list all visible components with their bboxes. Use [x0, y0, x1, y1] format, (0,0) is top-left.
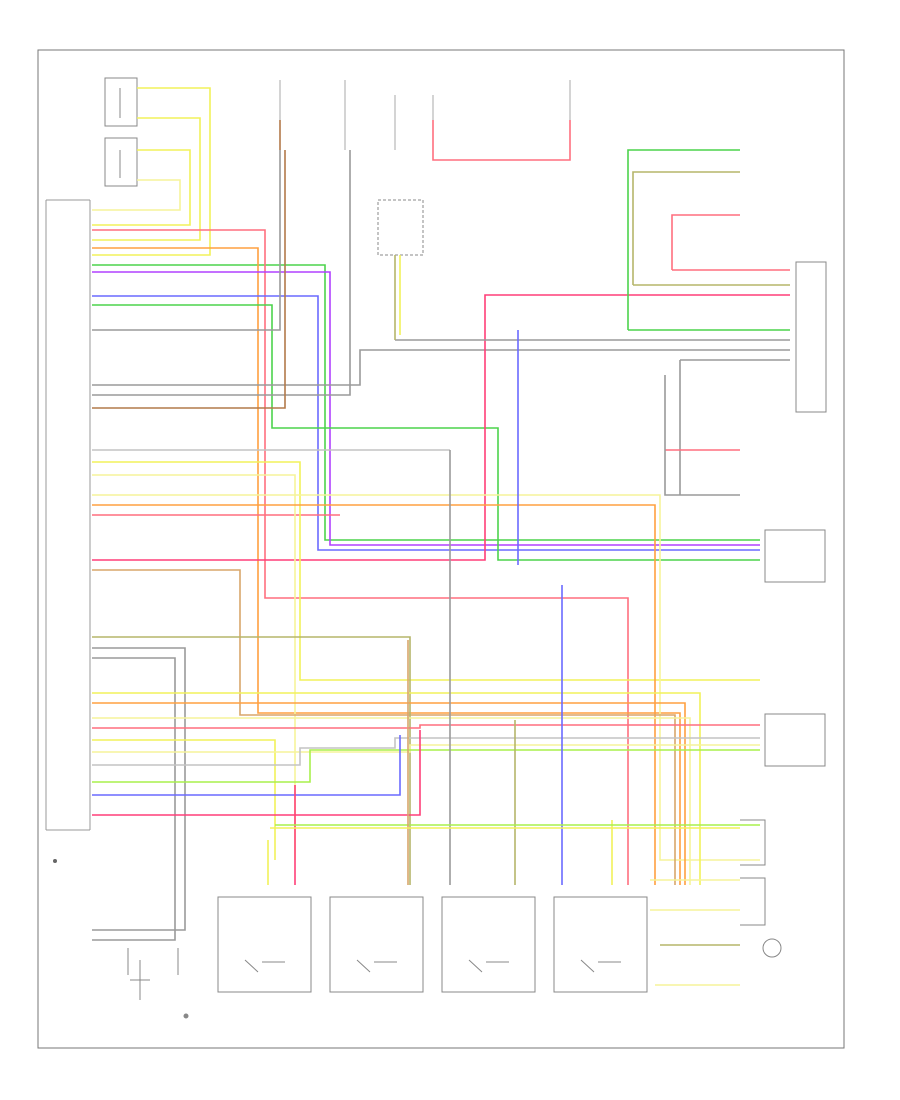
wire-ltyellow-low [92, 717, 691, 885]
wire-ltgreen-low [92, 749, 760, 783]
bottom-sensor-box-4 [553, 896, 648, 993]
right-small-component-2 [740, 877, 766, 926]
wire-gray-3 [92, 150, 351, 396]
wire-yellow-1 [92, 87, 211, 256]
bottom-left-switch [130, 960, 189, 1019]
wire-right-red [671, 214, 740, 270]
brake-switch-component [104, 77, 138, 127]
wire-olive-1 [92, 636, 411, 885]
wire-gray-low-2 [92, 657, 176, 941]
wire-ltyellow-low-2 [92, 744, 760, 753]
wire-gray-low-1 [92, 647, 186, 931]
stop-light-switch-component [104, 137, 138, 187]
wire-gray-2 [92, 349, 790, 386]
bottom-sensor-box-3 [441, 896, 536, 993]
wire-red-top [92, 229, 629, 885]
wire-blue-low [92, 735, 401, 796]
wire-gray-1 [92, 150, 281, 331]
wire-orange-low [92, 702, 686, 885]
bottom-sensor-box-2 [329, 896, 424, 993]
wire-red-low [92, 724, 760, 729]
wire-yellow-2 [92, 117, 201, 241]
wire-ltyellow-mid [92, 494, 760, 861]
wire-right-olive [632, 171, 740, 285]
wire-red-mid-2 [92, 294, 790, 561]
wire-tan [92, 569, 676, 885]
wire-yellow-3 [92, 149, 191, 226]
wire-yellow-4 [92, 179, 181, 211]
combination-meter-component [377, 199, 424, 256]
rear-speed-sensor-box-1 [764, 529, 826, 583]
rear-speed-sensor-box-2 [764, 713, 826, 767]
wire-yellow-mid-1 [92, 461, 760, 681]
wire-brown [92, 150, 286, 409]
wire-orange-top [92, 247, 681, 885]
wire-yellow-mid-2 [92, 474, 296, 860]
bottom-sensor-box-1 [217, 896, 312, 993]
wire-gray-low-3 [92, 737, 760, 766]
wire-right-gray-5 [664, 375, 740, 496]
wire-green-2 [92, 304, 760, 561]
diagram-frame [37, 49, 845, 1049]
abs-warning-lamp [762, 938, 782, 958]
bottom-left-connector-stubs [127, 948, 179, 975]
ground-symbol [53, 859, 57, 863]
abs-control-module [45, 199, 91, 831]
wire-purple [92, 271, 760, 546]
right-small-component-1 [740, 819, 766, 866]
wire-right-green [627, 149, 740, 330]
wire-yellow-low-1 [92, 692, 701, 885]
wires [92, 87, 790, 986]
wire-pink-low [92, 730, 421, 816]
data-link-connector [795, 261, 827, 413]
wire-orange-mid [92, 504, 656, 885]
wire-top-red [432, 120, 571, 161]
wire-yellow-low-2 [92, 739, 276, 860]
top-connectors [279, 80, 571, 150]
wire-green-top [92, 264, 760, 541]
wire-blue [92, 295, 760, 551]
